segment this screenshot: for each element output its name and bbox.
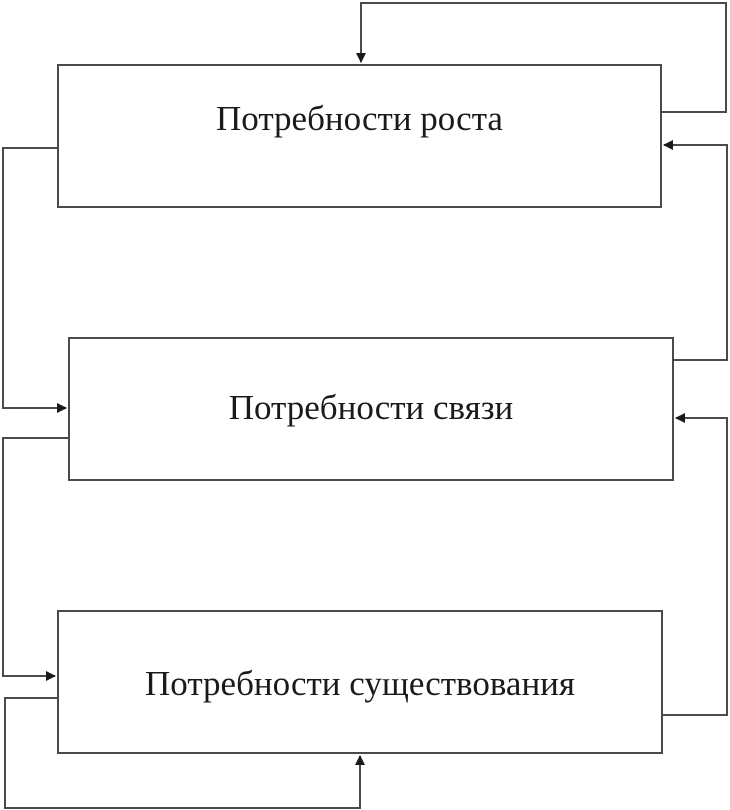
node-label: Потребности роста (216, 99, 503, 138)
node-existence-needs: Потребности существования (57, 610, 663, 754)
node-label: Потребности существования (145, 664, 575, 703)
edge-relatedness-to-existence (2, 437, 68, 681)
edge-growth-self-loop (356, 2, 727, 113)
node-label: Потребности связи (228, 388, 514, 427)
edge-existence-to-relatedness (663, 413, 728, 716)
node-relatedness-needs: Потребности связи (68, 337, 674, 481)
edge-existence-self-loop (4, 697, 365, 809)
node-growth-needs: Потребности роста (57, 64, 662, 208)
edge-growth-to-relatedness (2, 147, 67, 413)
edge-relatedness-to-growth (663, 140, 728, 361)
